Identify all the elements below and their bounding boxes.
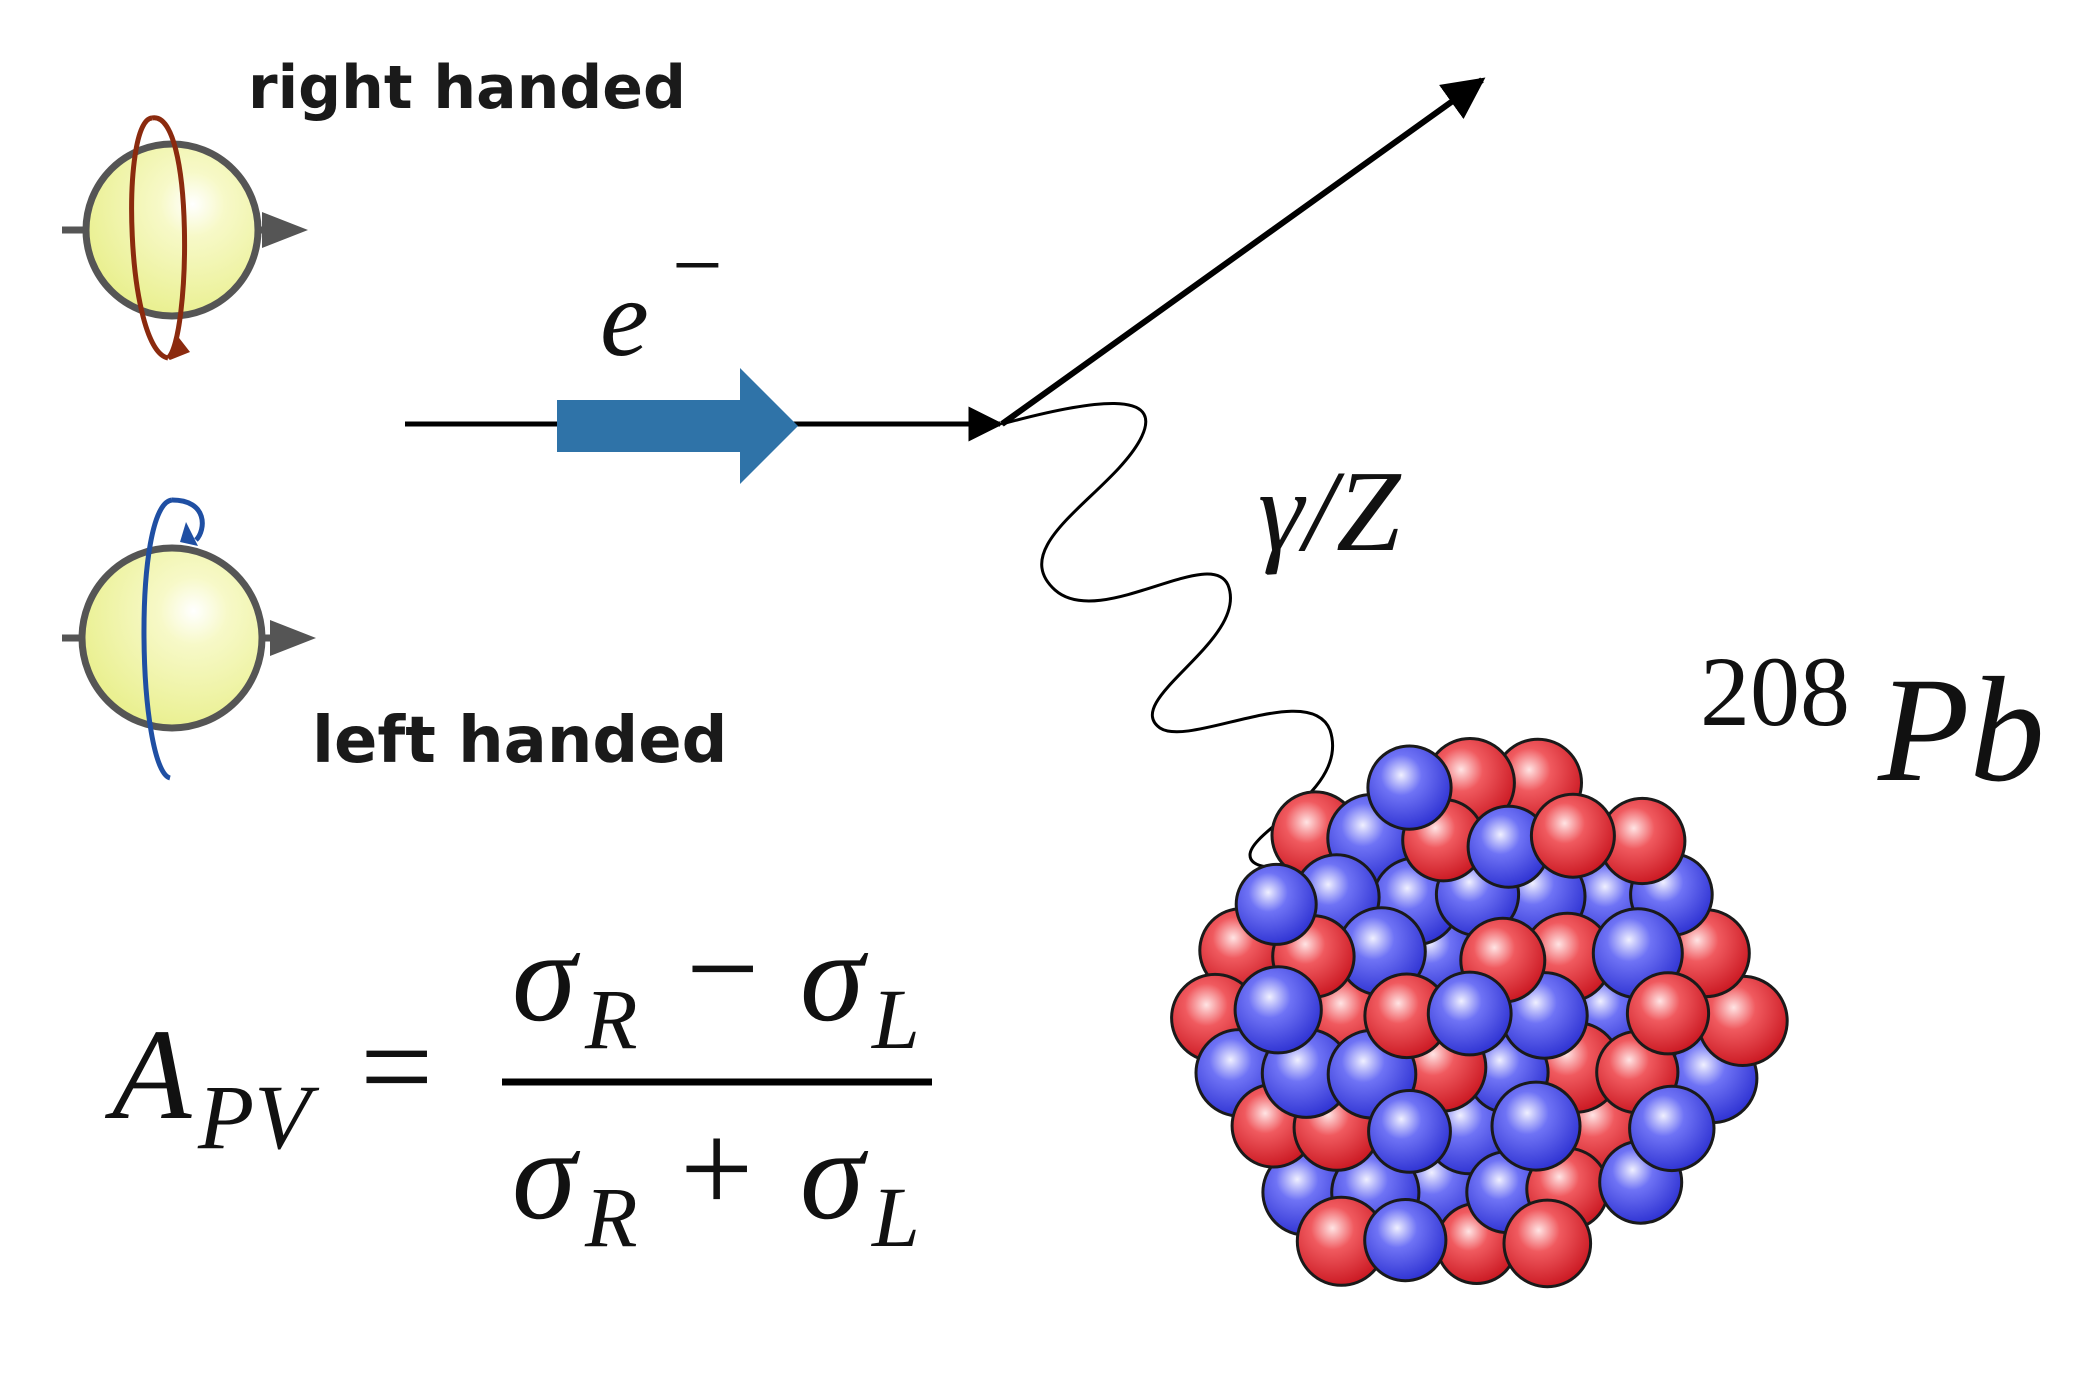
proton-sphere (1502, 1198, 1593, 1289)
asymmetry-formula: A PV = σ R − σ L σ R + σ L (104, 897, 932, 1265)
numerator-minus: − (686, 897, 759, 1041)
left-handed-spin-icon (62, 497, 316, 781)
neutron-sphere (1234, 862, 1318, 946)
nucleus-symbol: Pb (1877, 647, 2045, 813)
denominator-plus: + (680, 1097, 753, 1241)
right-handed-spin-icon (62, 115, 308, 361)
proton-sphere (1529, 792, 1616, 879)
denominator-sigma-r: σ (512, 1103, 581, 1247)
numerator-sub-r: R (584, 971, 638, 1067)
formula-equals: = (360, 995, 433, 1139)
electron-symbol: e (600, 257, 649, 379)
atomic-nucleus-icon (1170, 737, 1789, 1289)
proton-sphere (1625, 971, 1711, 1056)
left-handed-label: left handed (312, 704, 727, 778)
right-handed-label: right handed (248, 53, 686, 123)
neutron-sphere (1628, 1084, 1716, 1173)
denominator-sigma-l: σ (800, 1103, 869, 1247)
boson-label: γ/Z (1258, 448, 1402, 576)
neutron-sphere (1426, 970, 1513, 1057)
scattered-electron-line (1000, 77, 1486, 427)
electron-direction-arrow (557, 368, 798, 484)
numerator-sigma-r: σ (512, 905, 581, 1049)
numerator-sub-l: L (870, 971, 920, 1067)
neutron-sphere (1366, 744, 1453, 831)
formula-lhs-subscript: PV (197, 1066, 320, 1168)
denominator-sub-l: L (870, 1169, 920, 1265)
numerator-sigma-l: σ (800, 905, 869, 1049)
nucleus-mass-number: 208 (1700, 636, 1850, 747)
denominator-sub-r: R (584, 1169, 638, 1265)
neutron-sphere (1363, 1198, 1448, 1283)
electron-charge: − (672, 216, 723, 315)
neutron-sphere (1233, 965, 1323, 1055)
formula-lhs-symbol: A (104, 1003, 192, 1147)
neutron-sphere (1367, 1089, 1452, 1174)
neutron-sphere (1490, 1080, 1582, 1172)
